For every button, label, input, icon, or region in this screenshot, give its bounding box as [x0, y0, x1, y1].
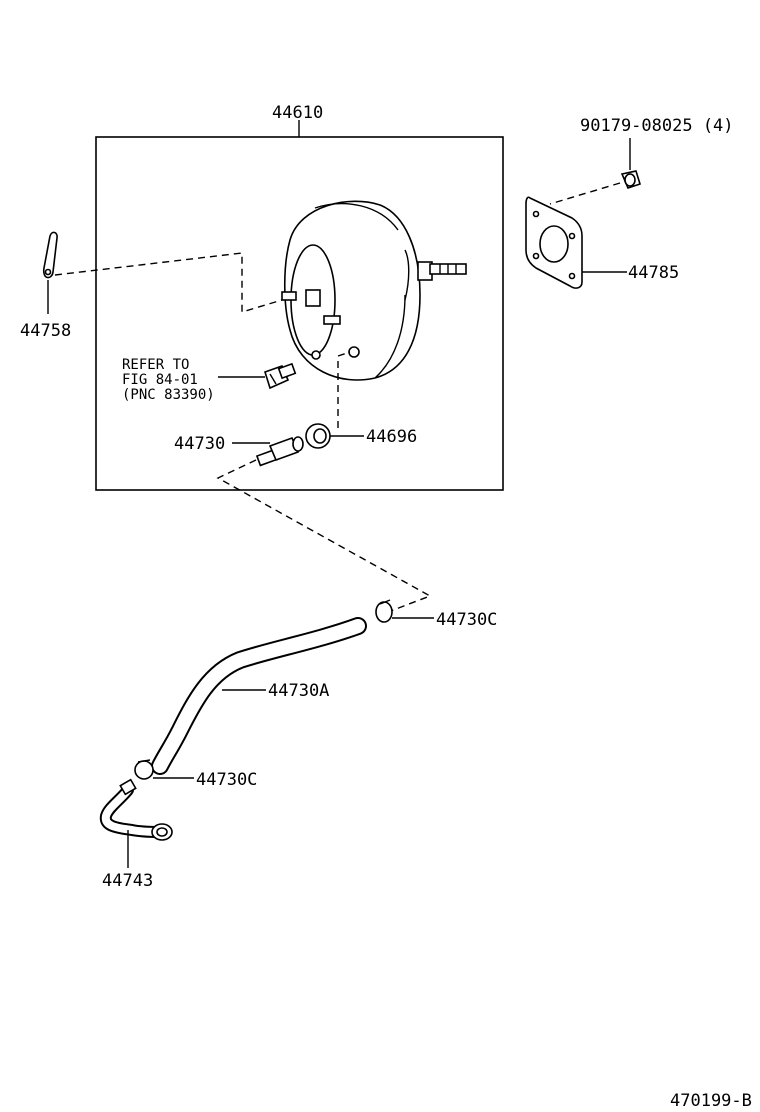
label-union: 44743	[102, 871, 153, 891]
vacuum-fitting[interactable]	[264, 362, 297, 390]
check-valve[interactable]	[255, 436, 304, 467]
label-upper-clamp: 44730C	[436, 610, 497, 630]
refer-note-line2: FIG 84-01	[122, 372, 198, 388]
refer-note-line3: (PNC 83390)	[122, 387, 215, 403]
gasket-plate[interactable]	[525, 196, 583, 289]
label-grommet: 44696	[366, 427, 417, 447]
label-lower-clamp: 44730C	[196, 770, 257, 790]
label-hose: 44730A	[268, 681, 329, 701]
label-booster: 44610	[272, 103, 323, 123]
label-gasket: 44785	[628, 263, 679, 283]
nut-part[interactable]	[620, 170, 641, 189]
figure-code: 470199-B	[670, 1091, 752, 1111]
vacuum-hose[interactable]	[151, 617, 367, 775]
label-clip: 44758	[20, 321, 71, 341]
brake-booster[interactable]	[281, 200, 467, 381]
refer-note-line1: REFER TO	[122, 357, 189, 373]
grommet[interactable]	[305, 423, 331, 449]
lower-clamp[interactable]	[134, 759, 154, 780]
upper-clamp[interactable]	[375, 599, 393, 623]
label-check-valve: 44730	[174, 434, 225, 454]
label-nut: 90179-08025 (4)	[580, 116, 734, 136]
clip-part[interactable]	[42, 231, 58, 279]
union-pipe[interactable]	[99, 778, 173, 841]
